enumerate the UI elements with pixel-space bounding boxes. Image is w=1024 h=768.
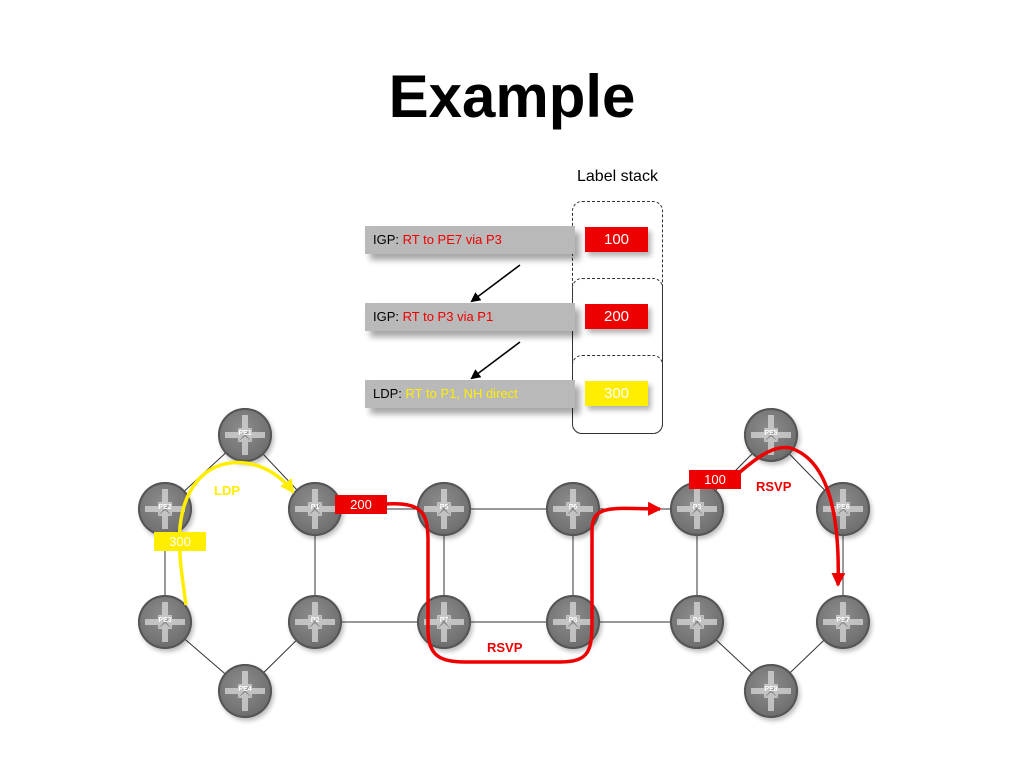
router-pe6[interactable]: PE6 <box>816 482 870 536</box>
router-arrows-icon <box>225 415 265 455</box>
ldp-label-300: 300 <box>154 532 206 551</box>
route-row-3-text: RT to P1, NH direct <box>405 386 518 401</box>
stack-label-200: 200 <box>585 304 648 329</box>
router-p1-label: P1 <box>310 504 320 511</box>
rsvp-protocol-label-core: RSVP <box>487 640 523 655</box>
router-arrows-icon <box>677 489 717 529</box>
route-row-3: LDP: RT to P1, NH direct <box>365 380 575 408</box>
stack-label-300: 300 <box>585 381 648 406</box>
router-pe5[interactable]: PE5 <box>744 408 798 462</box>
router-pe4[interactable]: PE4 <box>218 664 272 718</box>
p1-label-200: 200 <box>335 495 387 514</box>
router-pe3[interactable]: PE3 <box>138 595 192 649</box>
router-pe8[interactable]: PE8 <box>744 664 798 718</box>
router-p2[interactable]: P2 <box>288 595 342 649</box>
route-row-1-text: RT to PE7 via P3 <box>402 232 502 247</box>
router-p6[interactable]: P6 <box>546 482 600 536</box>
route-row-2-text: RT to P3 via P1 <box>402 309 494 324</box>
router-arrows-icon <box>295 489 335 529</box>
router-pe2[interactable]: PE2 <box>138 482 192 536</box>
router-arrows-icon <box>295 602 335 642</box>
route-row-1-proto: IGP: <box>373 232 403 247</box>
router-p5-label: P5 <box>439 504 449 511</box>
router-arrows-icon <box>677 602 717 642</box>
router-p4-label: P4 <box>692 617 702 624</box>
stack-arrow-1 <box>470 264 521 303</box>
router-arrows-icon <box>225 671 265 711</box>
router-pe7[interactable]: PE7 <box>816 595 870 649</box>
route-row-2: IGP: RT to P3 via P1 <box>365 303 575 331</box>
router-pe8-label: PE8 <box>764 686 778 693</box>
router-pe2-label: PE2 <box>158 504 172 511</box>
route-row-3-proto: LDP: <box>373 386 406 401</box>
router-p4[interactable]: P4 <box>670 595 724 649</box>
router-pe4-label: PE4 <box>238 686 252 693</box>
router-arrows-icon <box>823 602 863 642</box>
rsvp-protocol-label-edge: RSVP <box>756 479 792 494</box>
page-title: Example <box>388 63 636 130</box>
router-pe6-label: PE6 <box>836 504 850 511</box>
stack-arrow-2 <box>470 341 521 380</box>
route-row-2-proto: IGP: <box>373 309 403 324</box>
router-p1[interactable]: P1 <box>288 482 342 536</box>
router-p8-label: P8 <box>568 617 578 624</box>
router-arrows-icon <box>145 602 185 642</box>
router-arrows-icon <box>145 489 185 529</box>
router-p2-label: P2 <box>310 617 320 624</box>
router-arrows-icon <box>751 671 791 711</box>
router-pe1[interactable]: PE1 <box>218 408 272 462</box>
stack-label-100: 100 <box>585 227 648 252</box>
router-p3-label: P3 <box>692 504 702 511</box>
router-p7[interactable]: P7 <box>417 595 471 649</box>
router-p8[interactable]: P8 <box>546 595 600 649</box>
router-pe5-label: PE5 <box>764 430 778 437</box>
router-pe1-label: PE1 <box>238 430 252 437</box>
router-p6-label: P6 <box>568 504 578 511</box>
ldp-protocol-label: LDP <box>214 483 240 498</box>
router-p5[interactable]: P5 <box>417 482 471 536</box>
router-p3[interactable]: P3 <box>670 482 724 536</box>
p3-label-100: 100 <box>689 470 741 489</box>
router-pe7-label: PE7 <box>836 617 850 624</box>
router-pe3-label: PE3 <box>158 617 172 624</box>
label-stack-caption: Label stack <box>577 168 658 185</box>
route-row-1: IGP: RT to PE7 via P3 <box>365 226 575 254</box>
router-p7-label: P7 <box>439 617 449 624</box>
